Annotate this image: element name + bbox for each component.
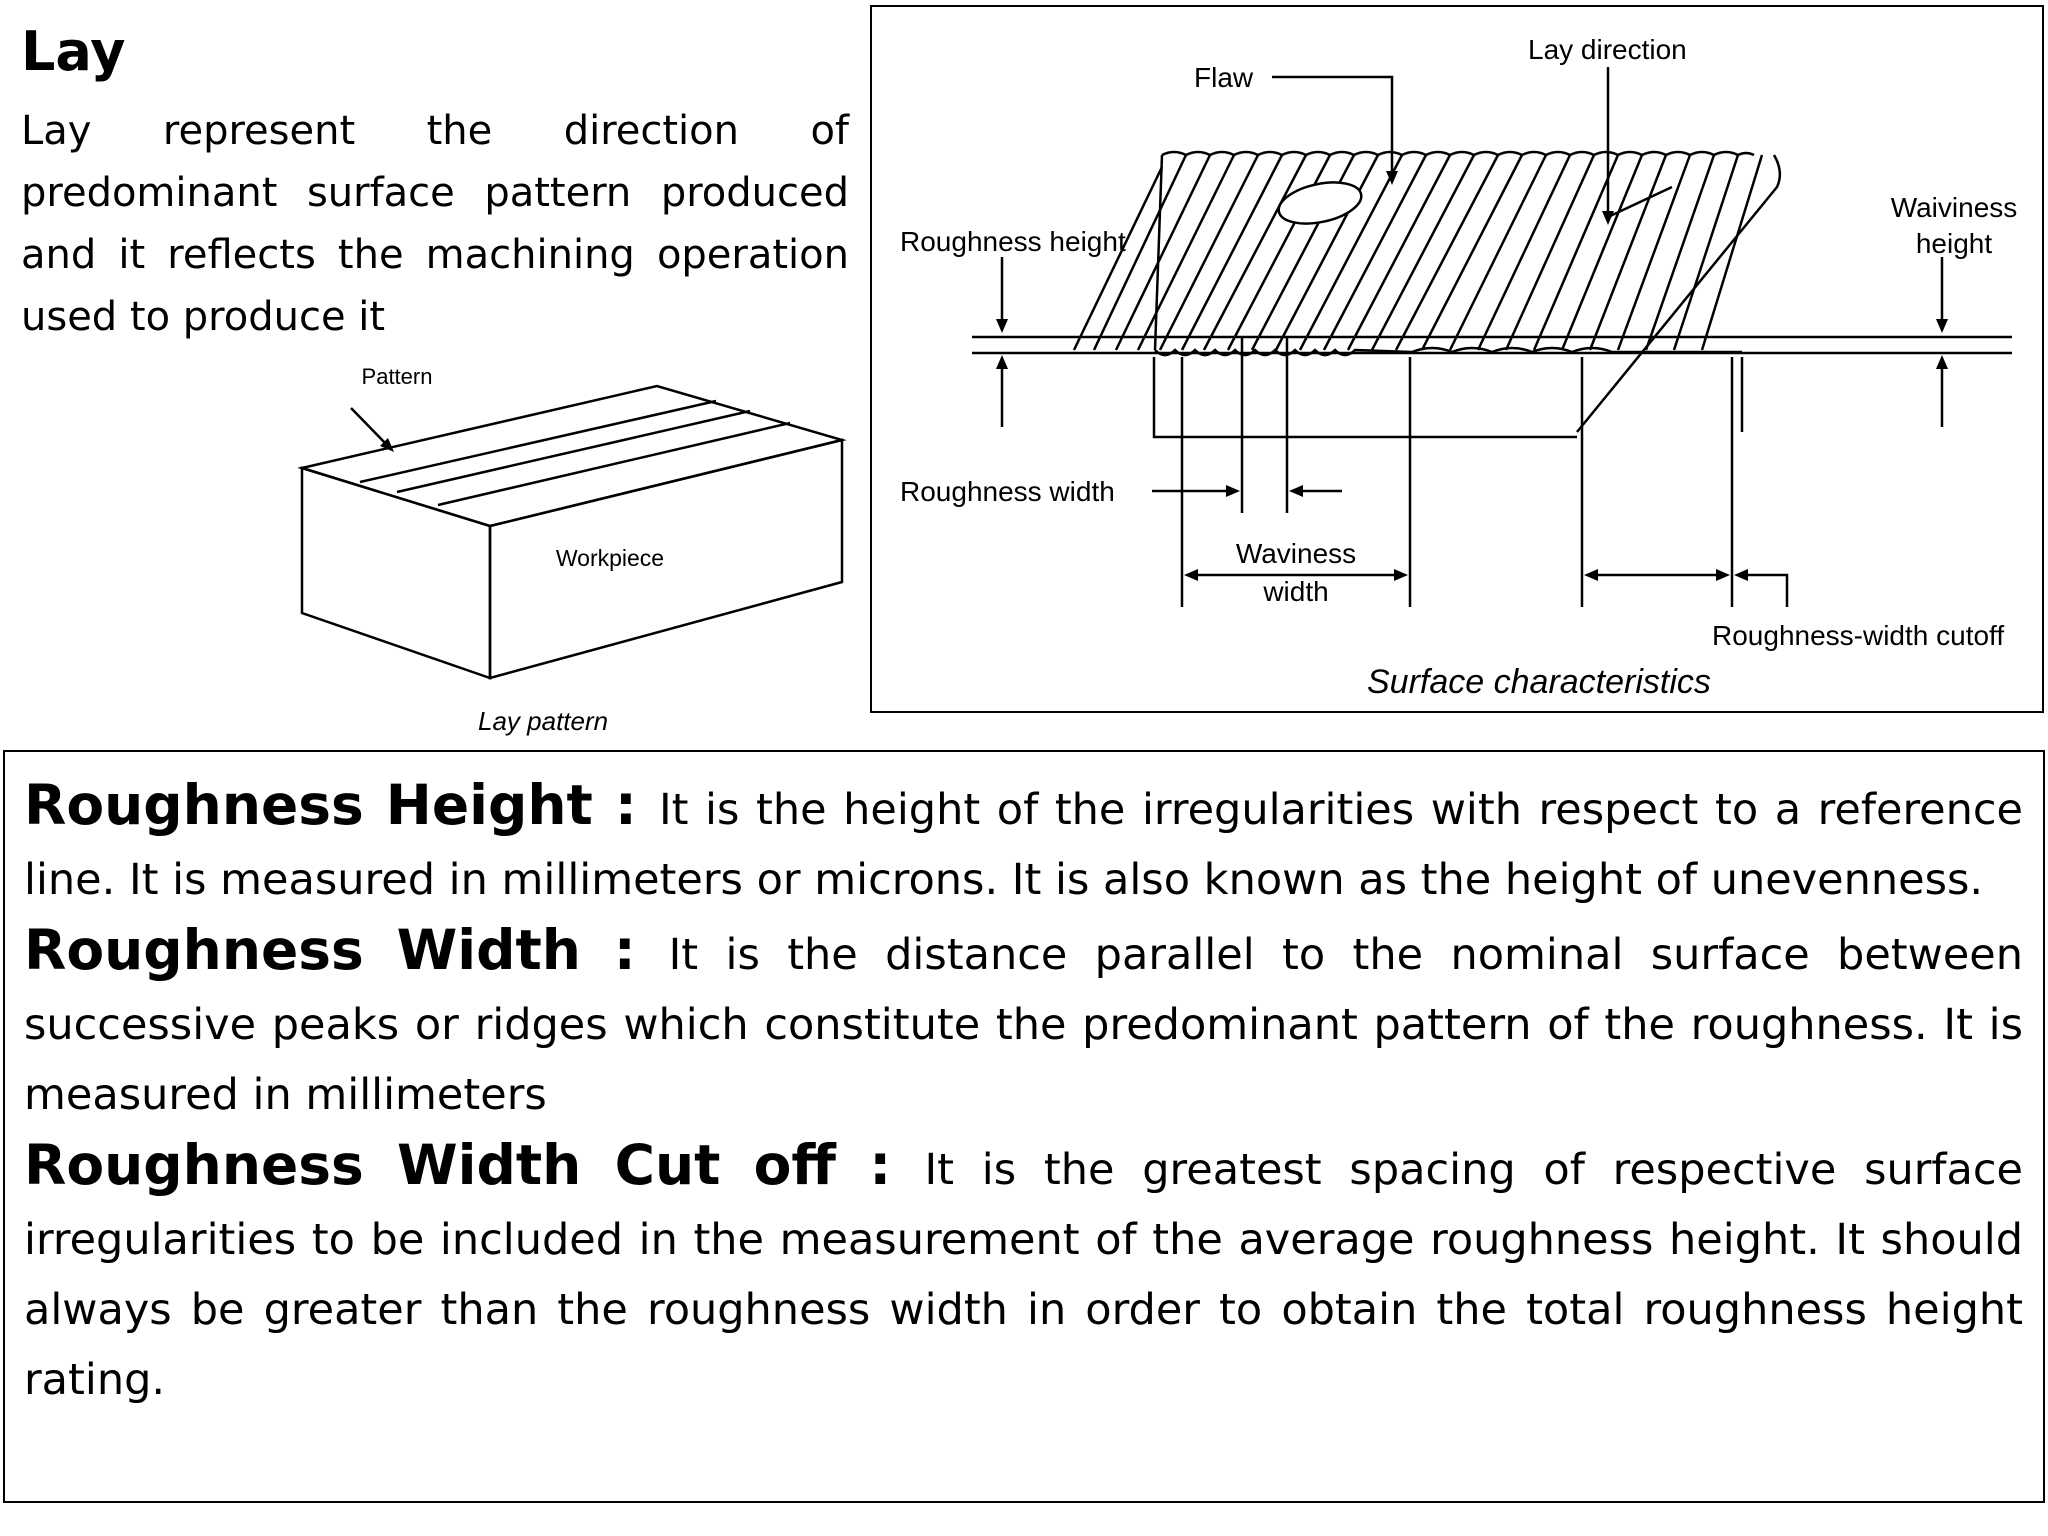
- definition-text: It is the distance parallel to the nomin…: [24, 930, 2023, 1120]
- definition-separator: :: [592, 773, 659, 837]
- surface-right-edge: [1576, 154, 1782, 433]
- waviness-width-label: Waviness: [1236, 538, 1356, 569]
- lay-line: [1394, 154, 1500, 351]
- definition-text: It is the height of the irregularities w…: [24, 785, 2023, 905]
- pattern-line: [359, 399, 717, 484]
- lay-title: Lay: [21, 20, 126, 83]
- definition-text: It is the greatest spacing of respective…: [24, 1145, 2023, 1405]
- lay-line: [1346, 154, 1452, 351]
- lay-line: [1274, 154, 1380, 351]
- lay-description: Lay represent the direction of predomina…: [21, 108, 849, 340]
- lay-line: [1158, 154, 1260, 351]
- flaw-leader: [1272, 75, 1394, 177]
- lay-line: [1588, 154, 1668, 351]
- surface-front-edge: [1154, 346, 1742, 357]
- lay-line: [1420, 154, 1524, 351]
- lay-line: [1672, 154, 1740, 351]
- workpiece-label: Workpiece: [556, 545, 664, 571]
- lay-direction-label: Lay direction: [1528, 34, 1687, 65]
- lay-line: [1476, 154, 1572, 351]
- lay-line: [1644, 154, 1716, 351]
- lay-line: [1504, 154, 1596, 351]
- definition-roughness-width: Roughness Width : It is the distance par…: [24, 915, 2023, 1130]
- flaw-shape: [1277, 181, 1363, 225]
- lay-line: [1560, 154, 1644, 351]
- lay-line: [1136, 154, 1236, 351]
- lay-line: [1532, 154, 1620, 351]
- surface-characteristics-caption: Surface characteristics: [1367, 663, 1711, 701]
- surface-top-edge: [1161, 150, 1755, 157]
- definition-roughness-height: Roughness Height : It is the height of t…: [24, 770, 2023, 915]
- lay-line: [1072, 166, 1164, 351]
- lay-line: [1616, 154, 1692, 351]
- lay-line: [1202, 154, 1308, 351]
- lay-line: [1114, 154, 1212, 351]
- definition-separator: :: [580, 918, 669, 982]
- roughness-height-label: Roughness height: [900, 226, 1126, 257]
- pattern-leader: [350, 407, 389, 447]
- lay-pattern-caption: Lay pattern: [478, 706, 608, 736]
- lay-line: [1448, 154, 1548, 351]
- definition-roughness-width-cutoff: Roughness Width Cut off : It is the grea…: [24, 1130, 2023, 1415]
- waviness-height-label-line2: height: [1916, 228, 1993, 259]
- definition-term: Roughness Width Cut off: [24, 1133, 836, 1197]
- lay-pattern-figure: Pattern Workpiece Lay pattern: [280, 360, 860, 744]
- pattern-arrowhead: [380, 438, 394, 452]
- definition-separator: :: [835, 1133, 925, 1197]
- definitions-box: Roughness Height : It is the height of t…: [3, 750, 2045, 1503]
- waviness-width-label-line2: width: [1262, 576, 1328, 607]
- workpiece-right-face: [488, 438, 844, 680]
- definition-term: Roughness Width: [24, 918, 581, 982]
- surface-characteristics-figure: Flaw Lay direction Roughness height Waiv…: [870, 5, 2044, 713]
- pattern-line: [437, 421, 791, 507]
- flaw-label: Flaw: [1194, 62, 1254, 93]
- lay-line: [1322, 154, 1428, 351]
- waviness-height-label: Waiviness: [1891, 192, 2018, 223]
- lay-line: [1092, 154, 1188, 351]
- definition-term: Roughness Height: [24, 773, 593, 837]
- pattern-label: Pattern: [362, 364, 433, 389]
- roughness-width-label: Roughness width: [900, 476, 1115, 507]
- lay-line: [1370, 154, 1476, 351]
- roughness-width-cutoff-label: Roughness-width cutoff: [1712, 620, 2004, 651]
- pattern-line: [396, 409, 751, 494]
- lay-line: [1180, 154, 1284, 351]
- lay-line: [1298, 154, 1404, 351]
- waviness-profile-box: [1152, 357, 1577, 439]
- lay-line: [1700, 154, 1764, 351]
